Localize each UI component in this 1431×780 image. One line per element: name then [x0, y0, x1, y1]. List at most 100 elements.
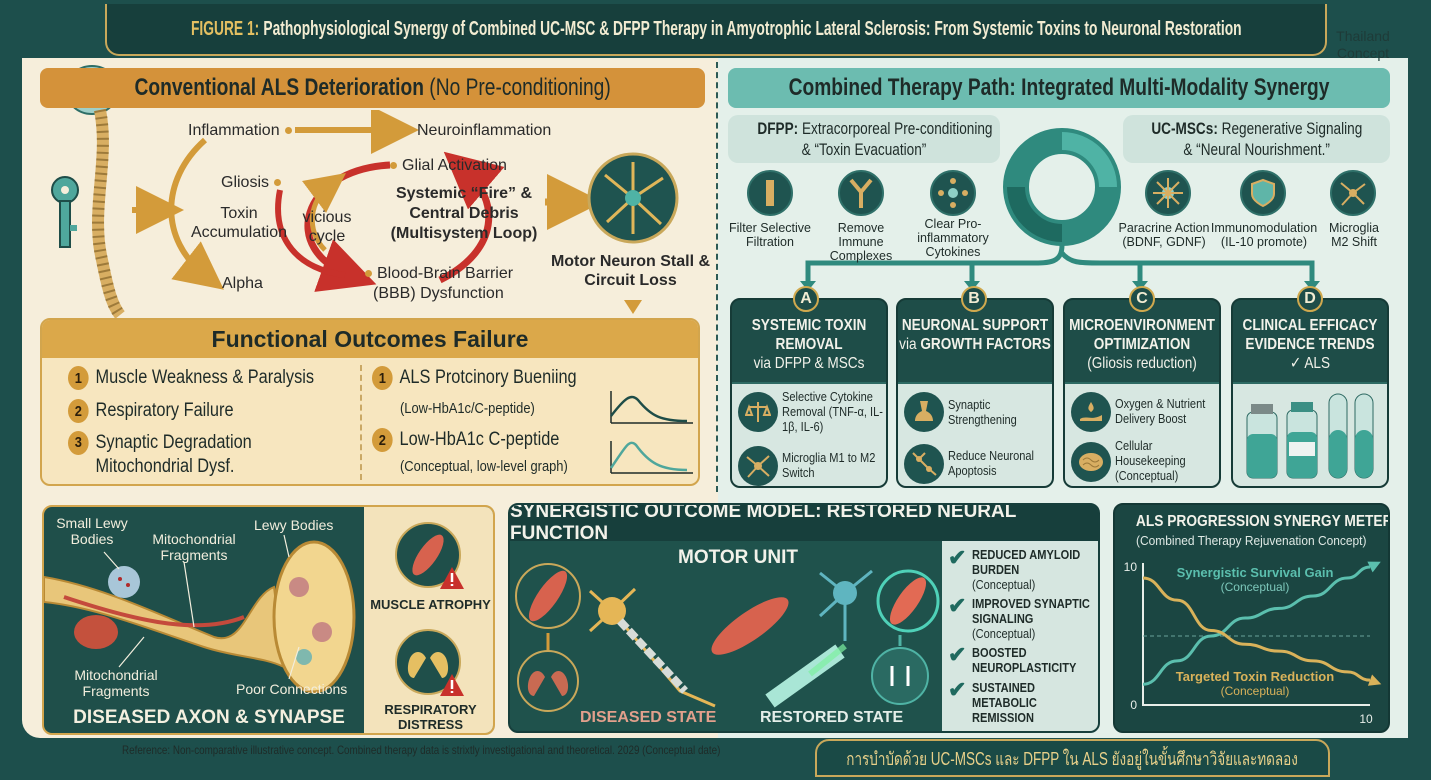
card-subtitle: (Gliosis reduction) — [1087, 355, 1197, 372]
text: REDUCED AMYLOID BURDEN — [972, 547, 1081, 577]
check-item: SUSTAINED METABOLIC REMISSION — [972, 680, 1098, 725]
card-title: NEURONAL SUPPORT — [901, 317, 1049, 334]
check-item: BOOSTED NEUROPLASTICITY — [972, 645, 1098, 675]
outcomes-title: Functional Outcomes Failure — [42, 320, 698, 358]
synergistic-outcome-panel: SYNERGISTIC OUTCOME MODEL: RESTORED NEUR… — [508, 503, 1100, 733]
check-icon: ✔ — [948, 677, 967, 702]
label-glial-activation: Glial Activation — [385, 157, 507, 175]
card-item: Cellular Housekeeping (Conceptual) — [1115, 438, 1186, 483]
badge-d: D — [1297, 286, 1323, 312]
icon-label: Clear Pro-inflammatory Cytokines — [917, 217, 989, 259]
muscle-atrophy-label: MUSCLE ATROPHY — [370, 597, 491, 612]
thai-banner-text: การบำบัดด้วย UC-MSCs และ DFPP ใน ALS ยัง… — [846, 748, 1299, 769]
series-line-survival-gain — [1142, 565, 1371, 686]
key-icon — [51, 176, 79, 248]
chart-title-wrap: ALS PROGRESSION SYNERGY METER — [1115, 513, 1388, 531]
text: Mitochondrial Dysf. — [95, 456, 235, 478]
chart-subtitle-wrap: (Combined Therapy Rejuvenation Concept) — [1115, 533, 1388, 548]
text: IMPROVED SYNAPTIC SIGNALING — [972, 596, 1090, 626]
dot-icon — [405, 127, 412, 135]
vicious-cycle-arrows — [132, 110, 600, 292]
header-bold: Conventional ALS Deterioration — [134, 74, 424, 101]
icon-label: Immunomodulation (IL-10 promote) — [1210, 221, 1318, 249]
lungs-warning-icon — [395, 629, 464, 696]
divider — [716, 62, 718, 492]
text: Synaptic Degradation — [95, 432, 252, 454]
diseased-axon-panel: Small Lewy Bodies Mitochondrial Fragment… — [42, 505, 495, 735]
microglia-icon — [1330, 170, 1376, 216]
axon-synapse-illustration — [44, 534, 356, 694]
motor-unit-illustration — [515, 563, 940, 712]
card-subtitle-bold: GROWTH FACTORS — [920, 336, 1051, 353]
text: BOOSTED NEUROPLASTICITY — [972, 645, 1077, 675]
text: Muscle Weakness & Paralysis — [95, 367, 315, 389]
text: Extracorporeal Pre-conditioning — [798, 119, 993, 138]
restored-state-label: RESTORED STATE — [760, 709, 904, 726]
cytokine-icon — [930, 170, 976, 216]
paracrine-icon — [1145, 170, 1191, 216]
label-vicious-cycle: vicious cycle — [302, 209, 352, 245]
figure-number: FIGURE 1: — [190, 17, 259, 40]
combined-therapy-header: Combined Therapy Path: Integrated Multi-… — [728, 68, 1390, 108]
check-item: IMPROVED SYNAPTIC SIGNALING(Conceptual) — [972, 596, 1098, 641]
badge-b: B — [961, 286, 987, 312]
label-neuroinflammation: Neuroinflammation — [400, 122, 551, 140]
card-item: Oxygen & Nutrient Delivery Boost — [1115, 396, 1206, 426]
label-inflammation: Inflammation — [188, 122, 297, 140]
number-badge: 3 — [68, 431, 89, 455]
ucmsc-box: UC-MSCs: Regenerative Signaling& “Neural… — [1123, 115, 1390, 163]
neurons-icon — [904, 444, 944, 484]
series-note: (Conceptual) — [1221, 580, 1290, 594]
microglia-icon — [738, 446, 778, 486]
shield-icon — [1240, 170, 1286, 216]
synergy-title: SYNERGISTIC OUTCOME MODEL: RESTORED NEUR… — [510, 505, 1098, 544]
series-arrowhead — [1367, 674, 1382, 686]
text: Neuroinflammation — [417, 122, 552, 139]
text: Inflammation — [188, 122, 280, 139]
dot-icon — [274, 179, 282, 187]
thailand-concept-tag: Thailand Concept — [1336, 28, 1390, 61]
conventional-header: Conventional ALS Deterioration (No Pre-c… — [40, 68, 705, 108]
brain-icon — [1071, 442, 1111, 482]
vials-icon — [1246, 393, 1374, 479]
header-wrap: Conventional ALS Deterioration (No Pre-c… — [134, 74, 610, 102]
icon-label: Microglia M2 Shift — [1328, 221, 1379, 249]
y-tick-label: 0 — [1130, 698, 1137, 712]
card-title: MICROENVIRONMENT OPTIMIZATION — [1069, 317, 1215, 353]
text: & “Neural Nourishment.” — [1183, 140, 1330, 159]
diseased-axon-title: DISEASED AXON & SYNAPSE — [73, 707, 345, 728]
check-item: REDUCED AMYLOID BURDEN(Conceptual) — [972, 547, 1098, 592]
icon-label: Remove Immune Complexes — [829, 221, 893, 263]
card-item: Microglia M1 to M2 Switch — [782, 450, 876, 480]
muscle-warning-icon — [395, 522, 464, 589]
down-arrow-icon — [624, 300, 642, 314]
text: (Conceptual) — [972, 577, 1036, 592]
figure-title-wrap: FIGURE 1:Pathophysiological Synergy of C… — [191, 18, 1242, 41]
card-clinical-efficacy: CLINICAL EFFICACY EVIDENCE TRENDS✓ ALS — [1231, 298, 1389, 488]
motor-neuron-icon — [587, 152, 679, 244]
text: (BBB) Dysfunction — [373, 285, 504, 302]
text: DFPP: — [757, 119, 799, 138]
outcome-checklist: ✔REDUCED AMYLOID BURDEN(Conceptual) ✔IMP… — [942, 541, 1098, 731]
label-lewy-bodies: Lewy Bodies — [254, 517, 334, 533]
synergy-ring-icon — [1003, 128, 1121, 246]
series-label: Synergistic Survival Gain — [1177, 565, 1334, 580]
label-gliosis: Gliosis — [221, 174, 286, 192]
synapse-icon — [904, 392, 944, 432]
label-poor-connections: Poor Connections — [236, 681, 348, 697]
dot-icon — [365, 270, 372, 278]
chart-axes — [1142, 563, 1370, 706]
text: & “Toxin Evacuation” — [801, 140, 927, 159]
text: (Conceptual) — [972, 626, 1036, 641]
dot-icon — [284, 127, 292, 135]
number-badge: 2 — [372, 428, 393, 452]
label-mitochondrial-fragments-2: Mitochondrial Fragments — [74, 667, 158, 699]
antibody-icon — [838, 170, 884, 216]
